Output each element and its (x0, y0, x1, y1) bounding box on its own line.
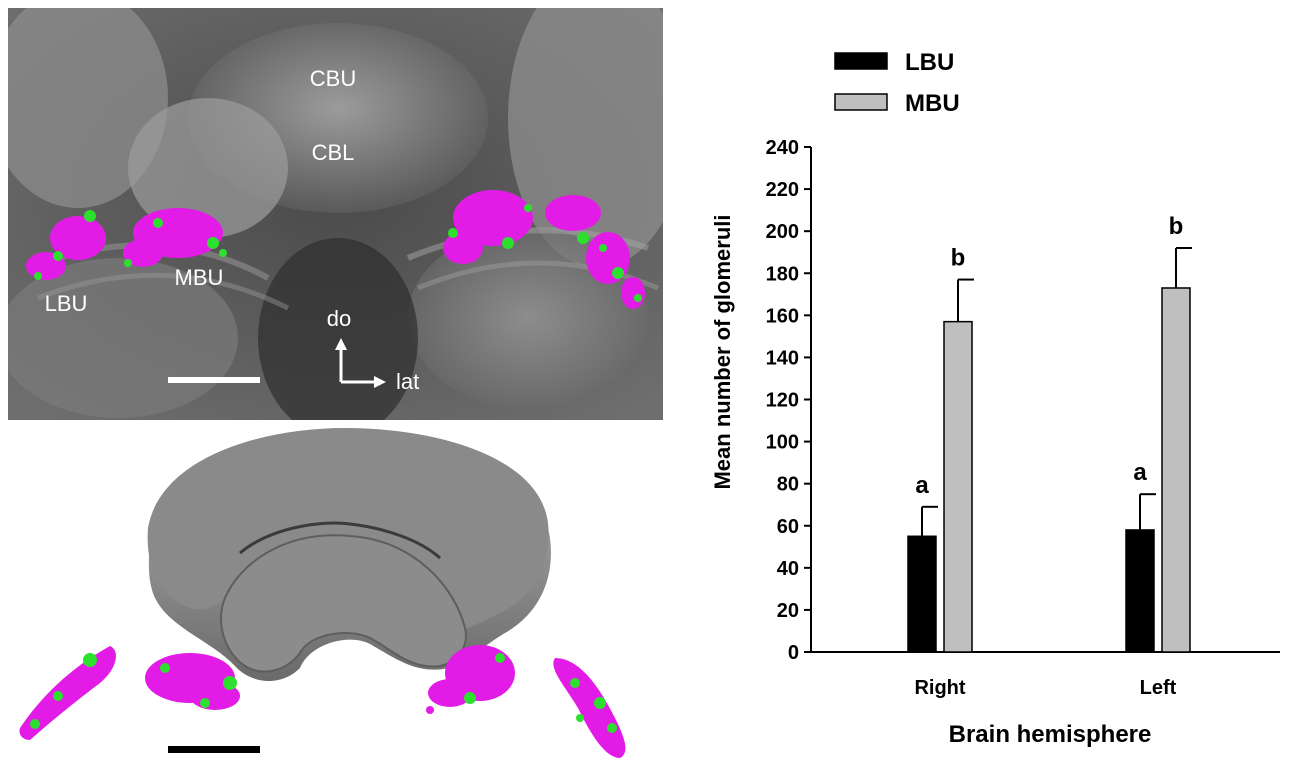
y-tick-label: 240 (766, 137, 799, 159)
lateral-label: lat (396, 369, 419, 394)
legend-swatch-mbu (834, 93, 888, 111)
scale-bar (168, 377, 260, 383)
y-tick-label: 200 (766, 221, 799, 243)
y-tick-label: 120 (766, 390, 799, 412)
lbu-glomeruli-left (26, 210, 106, 280)
y-ticks: 0 20 40 60 80 100 120 140 160 180 200 220 240 (766, 137, 811, 664)
central-body-upper (147, 428, 549, 630)
lbu-label: LBU (45, 291, 88, 316)
y-tick-label: 100 (766, 432, 799, 454)
reconstruction-panel (0, 428, 690, 765)
y-tick-label: 40 (777, 558, 799, 580)
significance-letter: b (1169, 213, 1184, 240)
mbu-glomeruli-left-3d (145, 653, 240, 710)
significance-letter: a (915, 472, 929, 499)
bar-chart: LBU MBU 0 20 40 60 80 100 120 140 160 180 200 220 24… (710, 49, 1280, 748)
x-tick-label: Left (1140, 677, 1177, 699)
y-tick-label: 60 (777, 516, 799, 538)
y-tick-label: 140 (766, 347, 799, 369)
y-tick-label: 80 (777, 474, 799, 496)
x-axis-title: Brain hemisphere (949, 721, 1152, 748)
y-tick-label: 180 (766, 263, 799, 285)
micrograph-panel: CBU CBL LBU MBU do lat (8, 8, 663, 420)
lbu-glomeruli-right-3d (553, 658, 626, 758)
dorsal-label: do (327, 306, 351, 331)
bar-lbu (1125, 529, 1155, 653)
legend-label-lbu: LBU (905, 49, 954, 76)
mbu-glomeruli-right-3d (426, 645, 515, 714)
mbu-label: MBU (175, 265, 224, 290)
bar-lbu (907, 535, 937, 653)
chart-panel: LBU MBU 0 20 40 60 80 100 120 140 160 180 200 220 24… (690, 0, 1300, 765)
x-tick-label: Right (914, 677, 965, 699)
central-body-lower (220, 534, 467, 673)
legend: LBU MBU (834, 49, 960, 117)
significance-letter: a (1133, 459, 1147, 486)
bar-mbu (943, 320, 973, 653)
lbu-glomeruli-left-3d (19, 646, 116, 740)
y-tick-label: 160 (766, 305, 799, 327)
x-ticks: Right Left (914, 677, 1176, 699)
y-tick-label: 20 (777, 600, 799, 622)
cbu-label: CBU (310, 66, 356, 91)
y-tick-label: 0 (788, 642, 799, 664)
mbu-glomeruli-right (443, 190, 533, 264)
legend-label-mbu: MBU (905, 90, 960, 117)
micrograph-image: CBU CBL LBU MBU do lat (8, 8, 663, 420)
y-axis-title: Mean number of glomeruli (710, 214, 735, 489)
y-tick-label: 220 (766, 179, 799, 201)
bar-mbu (1161, 287, 1191, 653)
cbl-label: CBL (312, 140, 355, 165)
significance-letter: b (951, 245, 966, 272)
legend-swatch-lbu (834, 52, 888, 70)
mbu-glomeruli-left (123, 208, 227, 267)
lbu-glomeruli-right (545, 195, 645, 309)
scale-bar-3d (168, 746, 260, 753)
orientation-arrows (335, 338, 386, 388)
reconstruction-image (19, 428, 626, 758)
bars: a b a b (907, 213, 1192, 653)
